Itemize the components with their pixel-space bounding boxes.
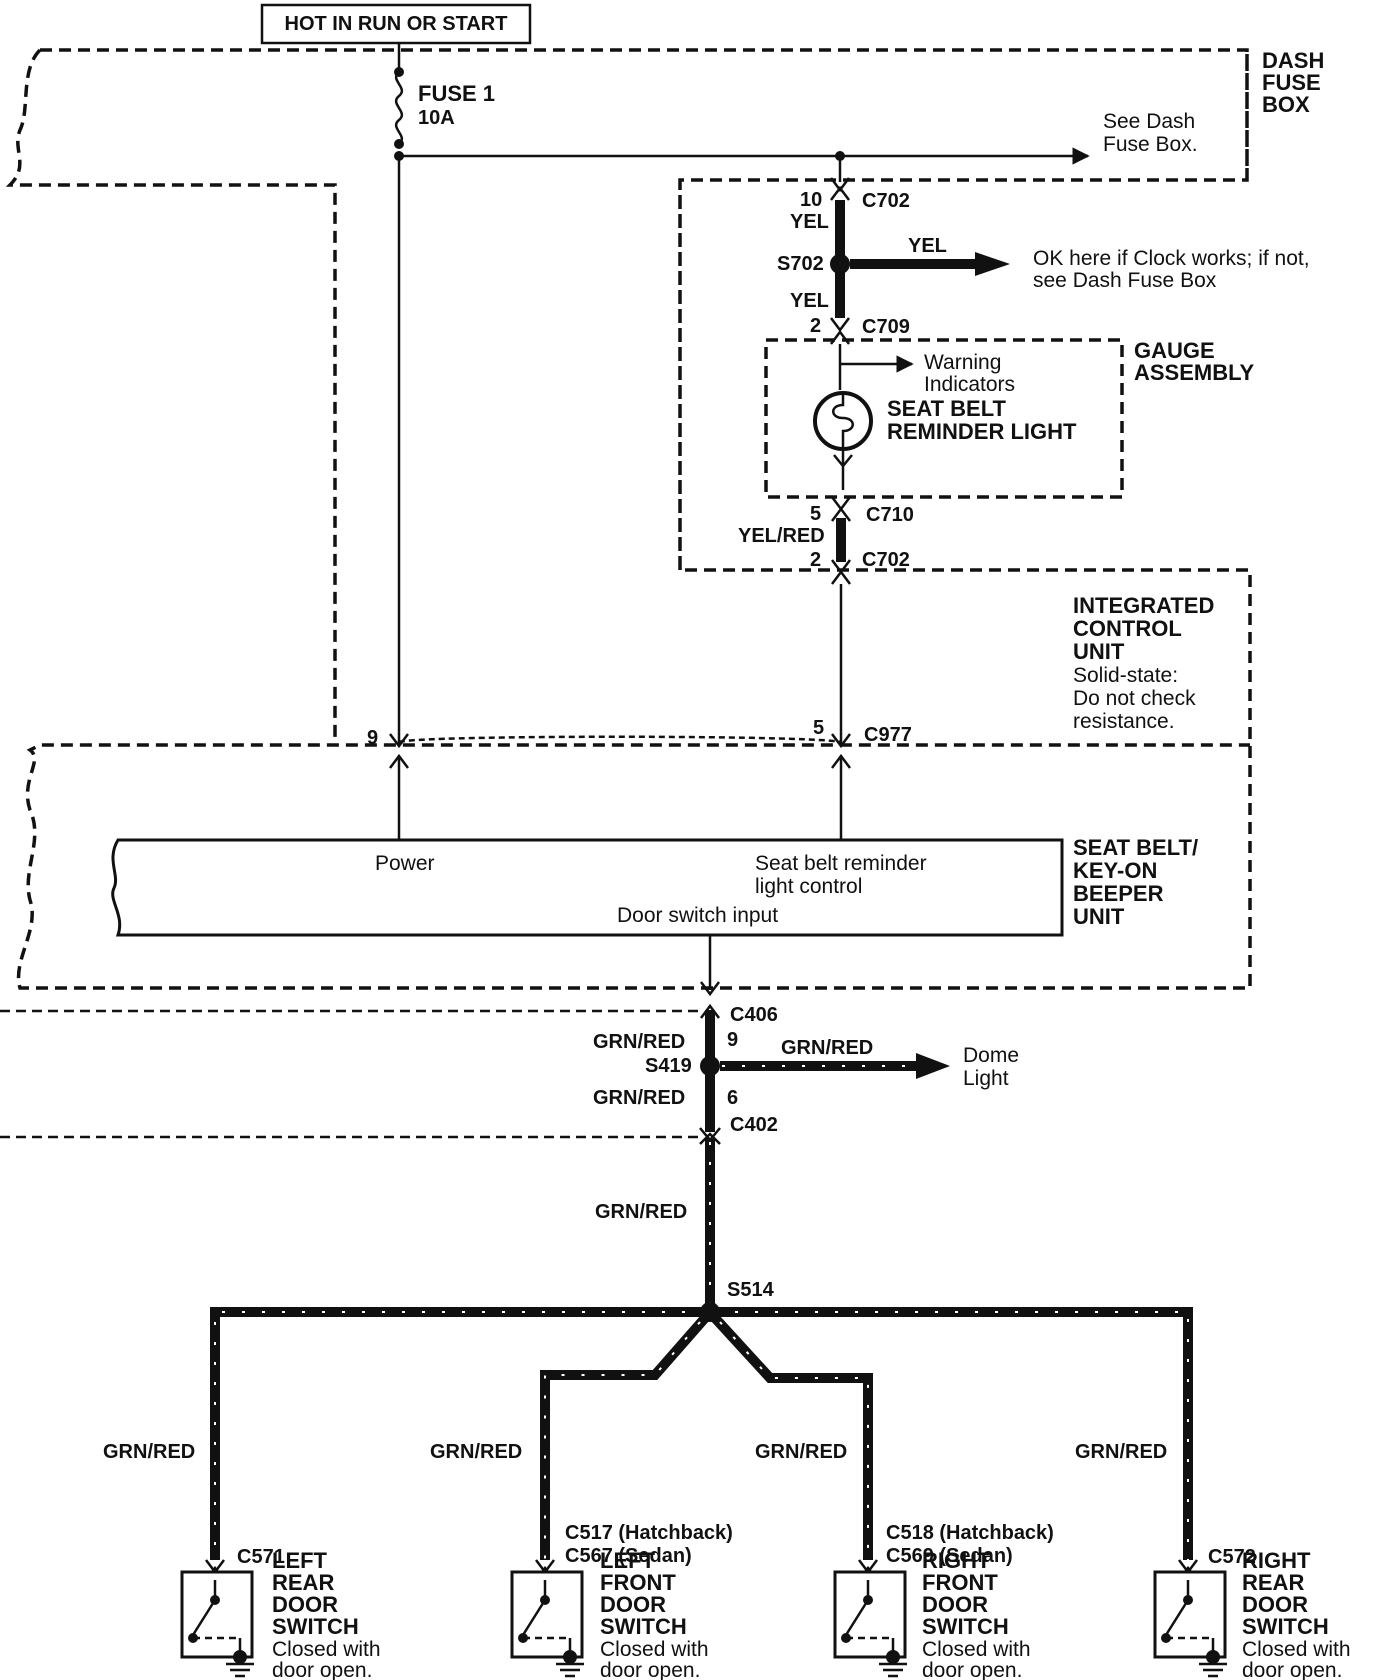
c710-pin: 5 (810, 503, 821, 525)
wire-grn-red-1-label: GRN/RED (593, 1031, 685, 1053)
gauge-assembly-box (764, 338, 1124, 499)
fuse-symbol (394, 71, 404, 145)
c702-bottom-pin: 2 (810, 549, 821, 571)
door-open-note-lr: door open. (272, 1659, 372, 1680)
c977-connector-link (398, 735, 842, 744)
clock-note: OK here if Clock works; if not, see Dash… (1033, 247, 1315, 292)
c402-label: C402 (730, 1114, 778, 1136)
beeper-power-label: Power (375, 852, 435, 875)
switch-name: LEFT REAR DOOR SWITCH (272, 1548, 359, 1639)
beeper-door-input-label: Door switch input (617, 904, 778, 927)
c406-label: C406 (730, 1004, 778, 1026)
beeper-unit-title: SEAT BELT/ KEY-ON BEEPER UNIT (1073, 835, 1204, 929)
wire-branch-right-rear (710, 1307, 1193, 1560)
door-open-note-lf: door open. (600, 1659, 700, 1680)
s419-label: S419 (645, 1055, 692, 1077)
door-open-note-rf: door open. (922, 1659, 1022, 1680)
seat-belt-reminder-light-label: SEAT BELT REMINDER LIGHT (887, 396, 1077, 444)
c402-pin: 6 (727, 1087, 738, 1109)
c709-label: C709 (862, 316, 910, 338)
bulb-filament (832, 393, 854, 449)
c977-pin-light: 5 (813, 717, 824, 739)
c709-pin: 2 (810, 315, 821, 337)
switch-note: Closed with (600, 1638, 709, 1661)
c702-top-pin: 10 (800, 189, 822, 211)
c702-top-label: C702 (862, 190, 910, 212)
c406-connector (700, 981, 720, 1019)
dome-light-label: Dome Light (963, 1044, 1025, 1090)
wire-yel-1-label: YEL (790, 211, 829, 233)
c710-label: C710 (866, 504, 914, 526)
yel-branch-arrow (975, 252, 1010, 276)
gauge-assembly-title: GAUGE ASSEMBLY (1134, 338, 1255, 385)
switch-name: RIGHT FRONT DOOR SWITCH (922, 1548, 1009, 1639)
connector-label: C517 (Hatchback) C567 (Sedan) (565, 1522, 738, 1567)
s514-label: S514 (727, 1279, 775, 1301)
wire-branch-right-front (711, 1314, 873, 1560)
feed-junction (835, 151, 845, 161)
switch-name: RIGHT REAR DOOR SWITCH (1242, 1548, 1329, 1639)
beeper-unit-box (111, 838, 1064, 937)
dash-fuse-box-outline (5, 48, 1252, 990)
dash-fuse-box-title: DASH FUSE BOX (1262, 48, 1330, 117)
wire-branch-left-front (540, 1314, 709, 1560)
wire-grn-red-rr-label: GRN/RED (1075, 1441, 1167, 1463)
wire-yel-2-label: YEL (790, 290, 829, 312)
wire-grn-red-main-label: GRN/RED (595, 1201, 687, 1223)
door-switch-left-front: C517 (Hatchback) C567 (Sedan) LEFT FRONT… (510, 1522, 738, 1678)
c977-pin-power: 9 (367, 727, 378, 749)
c710-connector (831, 496, 851, 522)
switch-note: Closed with (922, 1638, 1031, 1661)
dome-branch-arrow (916, 1053, 950, 1079)
door-switch-right-rear: C572 RIGHT REAR DOOR SWITCH Closed with (1153, 1546, 1351, 1678)
connector-label: C572 (1208, 1546, 1256, 1568)
connector-label: C571 (237, 1546, 285, 1568)
s702-splice (830, 254, 850, 274)
c702-top-connector (830, 177, 850, 201)
fuse-rating: 10A (418, 107, 455, 129)
door-switch-left-rear: C571 LEFT REAR DOOR SWITCH Closed with (180, 1546, 381, 1678)
wire-grn-red-rf-label: GRN/RED (755, 1441, 847, 1463)
c702-bottom-connector (831, 559, 851, 585)
s419-splice (700, 1056, 720, 1076)
power-source-box (260, 3, 532, 45)
connector-label: C518 (Hatchback) C569 (Sedan) (886, 1522, 1059, 1567)
see-dash-fuse-box-note: See Dash Fuse Box. (1103, 110, 1201, 156)
integrated-control-unit-title: INTEGRATED CONTROL UNIT (1073, 593, 1221, 664)
power-source-label: HOT IN RUN OR START (285, 13, 508, 35)
wire-yel-branch-label: YEL (908, 235, 947, 257)
gauge-exit-chevron (833, 454, 853, 468)
beeper-light-control-label: Seat belt reminder light control (755, 852, 932, 898)
wire-grn-red-dome-label: GRN/RED (781, 1037, 873, 1059)
warning-indicators-label: Warning Indicators (924, 351, 1015, 396)
fuse-dot-bottom (394, 139, 404, 149)
wire-yel-red-label: YEL/RED (738, 525, 825, 547)
c406-pin: 9 (727, 1029, 738, 1051)
c977-label: C977 (864, 724, 912, 746)
fuse-name: FUSE 1 (418, 81, 495, 106)
c702-bottom-label: C702 (862, 549, 910, 571)
wire-grn-red-lr-label: GRN/RED (103, 1441, 195, 1463)
switch-note: Closed with (272, 1638, 381, 1661)
wire-grn-red-lf-label: GRN/RED (430, 1441, 522, 1463)
s514-splice (700, 1302, 720, 1322)
switch-note: Closed with (1242, 1638, 1351, 1661)
door-switch-right-front: C518 (Hatchback) C569 (Sedan) RIGHT FRON… (833, 1522, 1059, 1678)
s702-label: S702 (777, 253, 824, 275)
switch-name: LEFT FRONT DOOR SWITCH (600, 1548, 687, 1639)
integrated-control-unit-note: Solid-state: Do not check resistance. (1073, 664, 1201, 733)
door-open-note-rr: door open. (1242, 1659, 1342, 1680)
wire-grn-red-2-label: GRN/RED (593, 1087, 685, 1109)
